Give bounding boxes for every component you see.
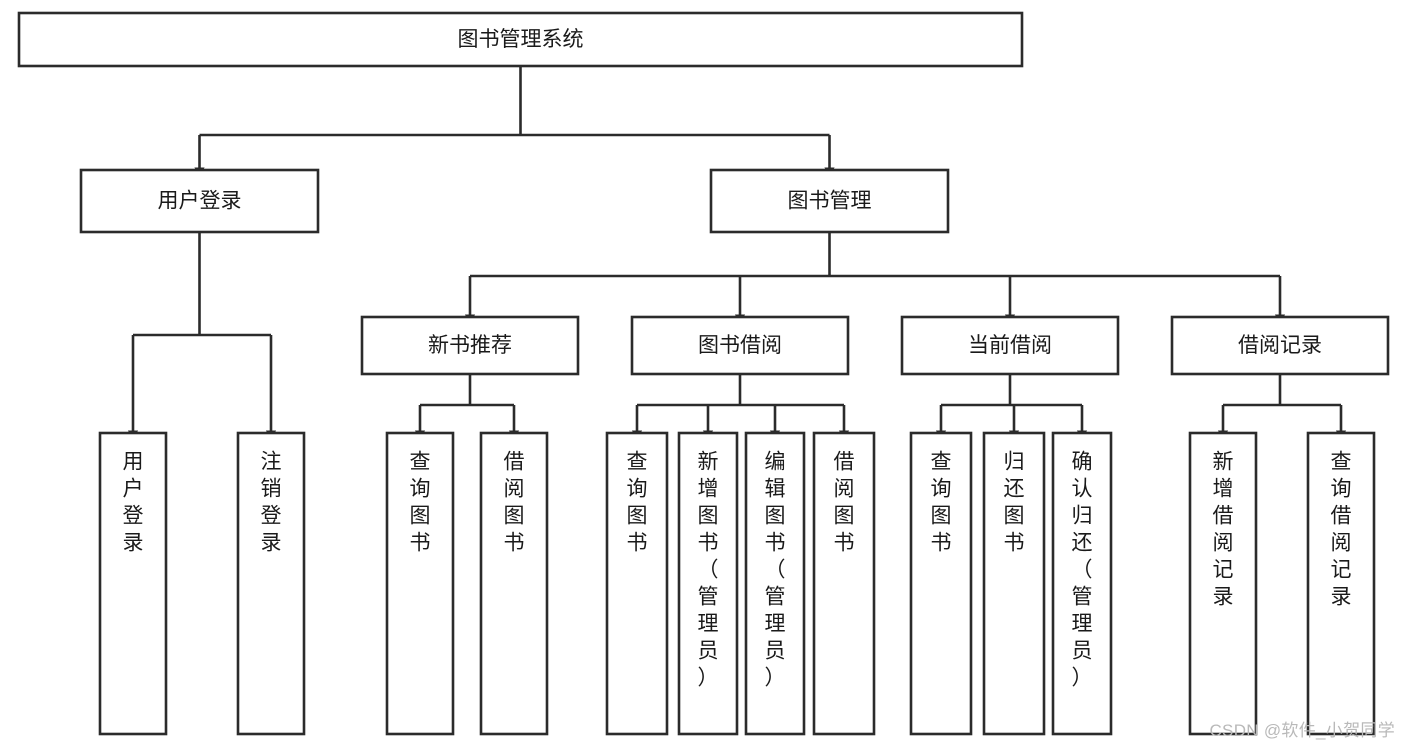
node-编辑图书管理员[interactable]: 编辑图书（管理员） xyxy=(744,431,806,736)
node-label: 新增借阅记录 xyxy=(1213,451,1234,609)
node-label: 归还图书 xyxy=(1004,451,1025,555)
node-label: 编辑图书（管理员） xyxy=(765,451,786,690)
node-新增借阅记录[interactable]: 新增借阅记录 xyxy=(1188,431,1258,736)
node-新增图书管理员[interactable]: 新增图书（管理员） xyxy=(677,431,739,736)
node-归还图书[interactable]: 归还图书 xyxy=(982,431,1046,736)
node-label: 借阅图书 xyxy=(834,451,855,555)
node-label: 查询借阅记录 xyxy=(1331,451,1352,609)
watermark-label: CSDN @软件_小贺同学 xyxy=(1209,721,1395,740)
node-label: 用户登录 xyxy=(123,451,144,555)
node-查询借阅记录[interactable]: 查询借阅记录 xyxy=(1306,431,1376,736)
node-label: 查询图书 xyxy=(410,451,431,555)
node-layer: 图书管理系统用户登录图书管理用户登录注销登录新书推荐查询图书借阅图书图书借阅查询… xyxy=(17,11,1390,736)
node-查询图书[interactable]: 查询图书 xyxy=(605,431,669,736)
node-label: 查询图书 xyxy=(931,451,952,555)
node-label: 新增图书（管理员） xyxy=(698,451,719,690)
node-label: 借阅记录 xyxy=(1238,334,1322,357)
connector-layer xyxy=(127,66,1347,440)
node-借阅记录[interactable]: 借阅记录 xyxy=(1170,315,1390,376)
node-label: 图书管理系统 xyxy=(458,28,584,51)
node-注销登录[interactable]: 注销登录 xyxy=(236,431,306,736)
node-新书推荐[interactable]: 新书推荐 xyxy=(360,315,580,376)
node-用户登录[interactable]: 用户登录 xyxy=(79,168,320,234)
node-label: 确认归还（管理员） xyxy=(1072,451,1093,690)
node-用户登录[interactable]: 用户登录 xyxy=(98,431,168,736)
node-label: 注销登录 xyxy=(261,451,282,555)
node-查询图书[interactable]: 查询图书 xyxy=(909,431,973,736)
node-确认归还管理员[interactable]: 确认归还（管理员） xyxy=(1051,431,1113,736)
node-图书借阅[interactable]: 图书借阅 xyxy=(630,315,850,376)
node-当前借阅[interactable]: 当前借阅 xyxy=(900,315,1120,376)
node-图书管理[interactable]: 图书管理 xyxy=(709,168,950,234)
node-label: 借阅图书 xyxy=(504,451,525,555)
node-借阅图书[interactable]: 借阅图书 xyxy=(479,431,549,736)
node-label: 用户登录 xyxy=(158,190,242,213)
node-label: 查询图书 xyxy=(627,451,648,555)
node-图书管理系统[interactable]: 图书管理系统 xyxy=(17,11,1024,68)
node-借阅图书[interactable]: 借阅图书 xyxy=(812,431,876,736)
node-label: 图书管理 xyxy=(788,190,872,213)
node-查询图书[interactable]: 查询图书 xyxy=(385,431,455,736)
node-label: 新书推荐 xyxy=(428,334,512,357)
node-label: 图书借阅 xyxy=(698,334,782,357)
node-label: 当前借阅 xyxy=(968,334,1052,357)
